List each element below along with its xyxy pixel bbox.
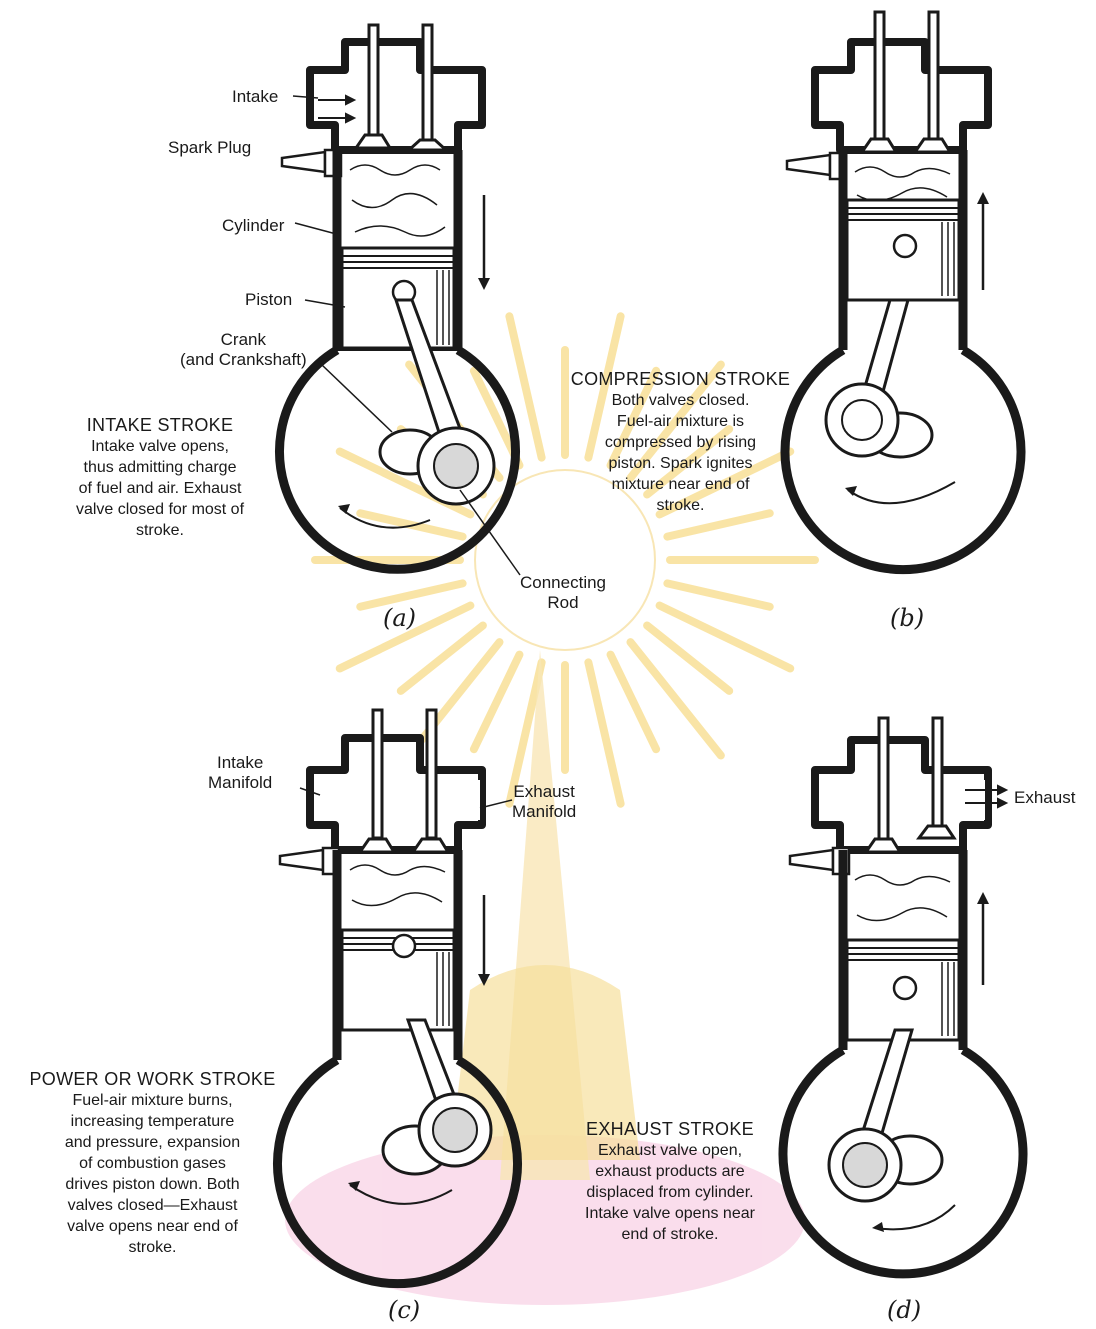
watermark-ray	[667, 583, 769, 606]
label-exhaust: Exhaust	[1014, 788, 1075, 808]
subfigure-label-a: (a)	[383, 604, 416, 632]
watermark-ray	[667, 513, 769, 536]
engine-d	[783, 718, 1023, 1274]
label-intake: Intake	[232, 87, 278, 107]
label-intake-manifold: Intake Manifold	[208, 753, 272, 793]
watermark-ray	[660, 606, 791, 669]
label-spark-plug: Spark Plug	[168, 138, 251, 158]
subfigure-label-d: (d)	[887, 1296, 921, 1324]
label-exhaust-manifold: Exhaust Manifold	[512, 782, 576, 822]
engine-b	[785, 12, 1021, 570]
watermark-ray	[588, 662, 620, 803]
label-piston: Piston	[245, 290, 292, 310]
caption-text: Both valves closed. Fuel-air mixture is …	[605, 392, 756, 514]
caption-text: Exhaust valve open, exhaust products are…	[585, 1142, 755, 1243]
caption-title: INTAKE STROKE	[40, 415, 280, 436]
subfigure-label-c: (c)	[388, 1296, 420, 1324]
label-crank: Crank (and Crankshaft)	[180, 330, 307, 370]
subfigure-label-b: (b)	[890, 604, 924, 632]
caption-text: Fuel-air mixture burns, increasing tempe…	[65, 1092, 240, 1256]
watermark-ray	[630, 642, 720, 755]
label-connecting-rod: Connecting Rod	[520, 573, 606, 613]
caption-title: POWER OR WORK STROKE	[5, 1069, 300, 1090]
caption-text: Intake valve opens, thus admitting charg…	[76, 438, 244, 539]
engine-a	[280, 25, 520, 575]
label-cylinder: Cylinder	[222, 216, 284, 236]
caption-title: COMPRESSION STROKE	[553, 369, 808, 390]
caption-title: EXHAUST STROKE	[555, 1119, 785, 1140]
